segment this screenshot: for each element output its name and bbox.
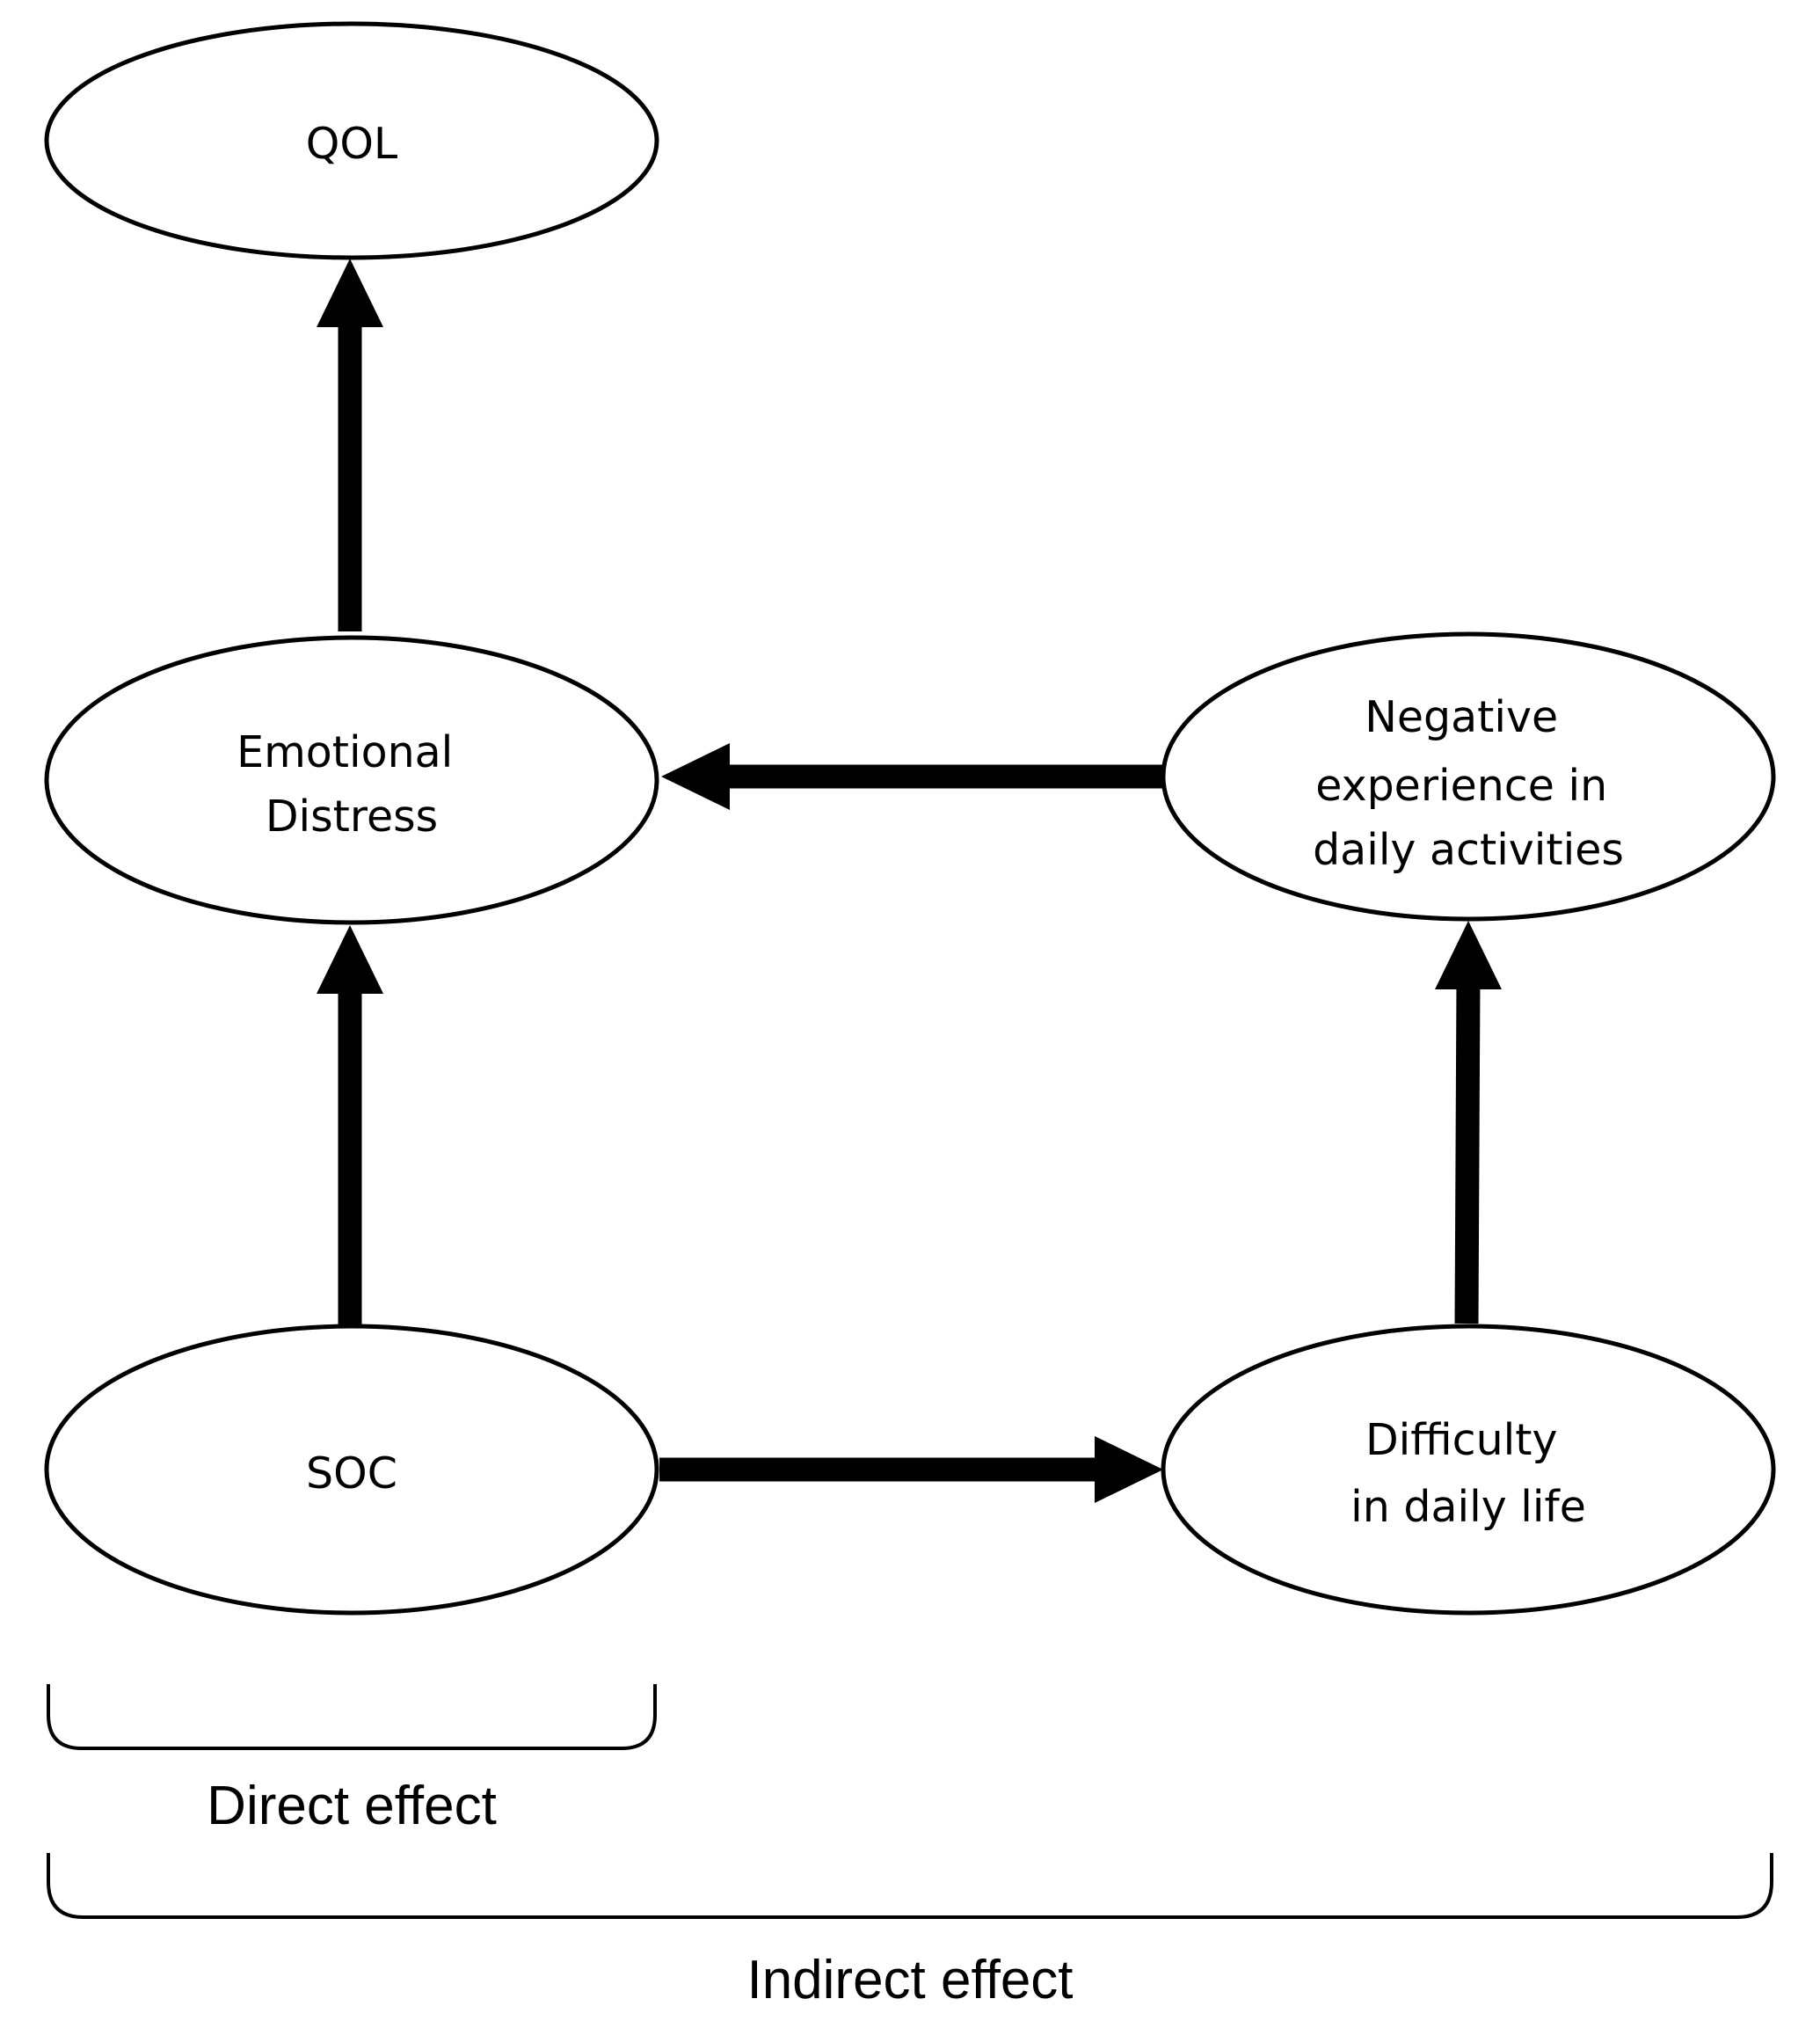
edges <box>317 259 1502 1503</box>
node-soc-label: SOC <box>306 1448 397 1499</box>
arrow-emotional-distress-to-qol-head <box>317 259 383 327</box>
node-emotional-distress: Emotional Distress <box>44 635 659 925</box>
arrow-difficulty-to-negative-experience-head <box>1435 921 1502 989</box>
arrow-soc-to-emotional-distress-head <box>317 925 383 994</box>
node-negative-experience-shape <box>1161 631 1776 922</box>
node-negative-experience: Negative experience in daily activities <box>1161 631 1776 922</box>
node-soc: SOC <box>44 1324 659 1616</box>
arrow-soc-to-emotional-distress <box>317 925 383 1326</box>
node-difficulty-line-2: in daily life <box>1350 1482 1586 1532</box>
arrow-soc-to-difficulty-head <box>1095 1436 1163 1503</box>
node-qol: QOL <box>44 21 659 260</box>
arrow-difficulty-to-negative-experience-shaft <box>1454 980 1481 1324</box>
bracket-indirect-effect-label: Indirect effect <box>746 1950 1073 2010</box>
node-negative-experience-line-3: daily activities <box>1313 825 1624 875</box>
bracket-indirect-effect: Indirect effect <box>47 1853 1773 2010</box>
arrow-negative-experience-to-emotional-distress <box>661 743 1162 810</box>
node-qol-label: QOL <box>306 119 398 169</box>
arrow-emotional-distress-to-qol <box>317 259 383 631</box>
node-qol-shape <box>44 21 659 260</box>
bracket-indirect-effect-line <box>47 1853 1773 1919</box>
node-emotional-distress-line-1: Emotional <box>237 727 453 777</box>
bracket-direct-effect-label: Direct effect <box>207 1776 497 1836</box>
node-negative-experience-line-1: Negative <box>1365 692 1558 742</box>
node-negative-experience-line-2: experience in <box>1315 761 1607 811</box>
node-difficulty-line-1: Difficulty <box>1365 1415 1558 1465</box>
node-emotional-distress-label: Emotional Distress <box>237 727 467 842</box>
arrow-soc-to-difficulty <box>659 1436 1163 1503</box>
node-difficulty-label: Difficulty in daily life <box>1350 1415 1586 1532</box>
arrow-difficulty-to-negative-experience <box>1435 921 1502 1324</box>
bracket-direct-effect-line <box>47 1684 657 1750</box>
node-difficulty-shape <box>1161 1324 1776 1616</box>
bracket-direct-effect: Direct effect <box>47 1684 657 1836</box>
node-emotional-distress-shape <box>44 635 659 925</box>
node-negative-experience-label: Negative experience in daily activities <box>1313 692 1624 875</box>
node-difficulty: Difficulty in daily life <box>1161 1324 1776 1616</box>
node-emotional-distress-line-2: Distress <box>266 792 438 842</box>
node-soc-shape <box>44 1324 659 1616</box>
arrow-negative-experience-to-emotional-distress-head <box>661 743 730 810</box>
